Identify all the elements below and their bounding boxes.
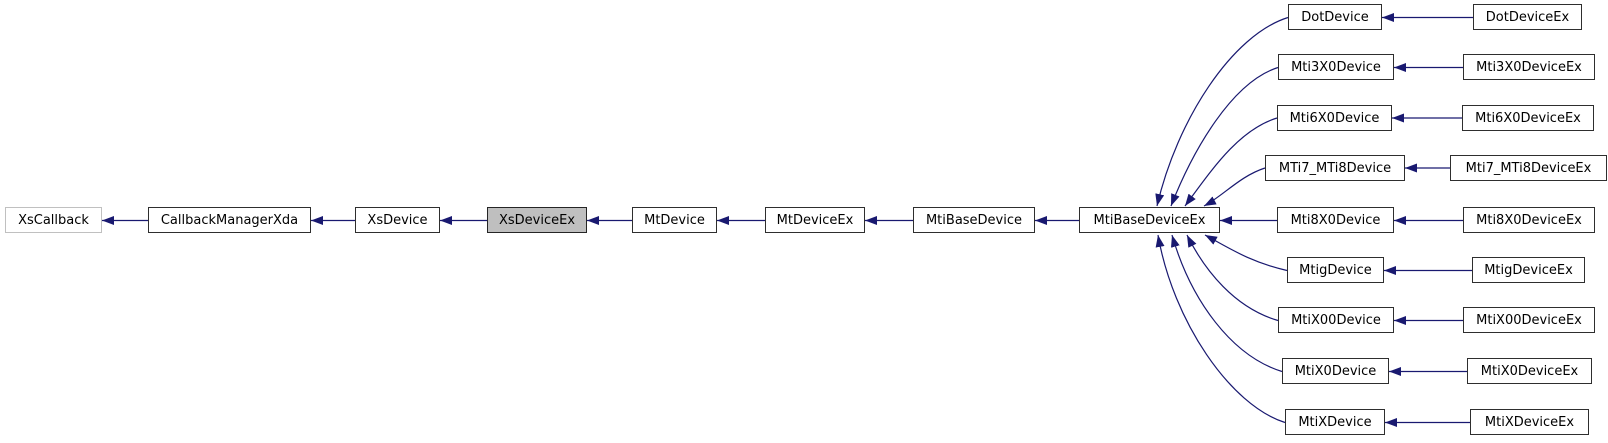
edge-MtiX00Device-MtiBaseDeviceEx	[1186, 234, 1279, 322]
node-xscallback: XsCallback	[5, 207, 102, 233]
edge-MTi7_MTi8Device-MtiBaseDeviceEx	[1203, 167, 1266, 207]
edge-Mti6X0Device-MtiBaseDeviceEx	[1184, 117, 1278, 207]
node-mti6x0device[interactable]: Mti6X0Device	[1277, 105, 1392, 131]
edge-Mti3X0Device-MtiBaseDeviceEx	[1170, 66, 1279, 207]
node-mtigdevice[interactable]: MtigDevice	[1287, 257, 1384, 283]
node-mtigdeviceex[interactable]: MtigDeviceEx	[1472, 257, 1585, 283]
node-callbackmanagerxda[interactable]: CallbackManagerXda	[148, 207, 311, 233]
node-dotdeviceex[interactable]: DotDeviceEx	[1473, 4, 1582, 30]
node-mtibasedeviceex[interactable]: MtiBaseDeviceEx	[1079, 207, 1220, 233]
node-mtdevice[interactable]: MtDevice	[632, 207, 717, 233]
node-xsdevice[interactable]: XsDevice	[355, 207, 440, 233]
node-mtix00deviceex[interactable]: MtiX00DeviceEx	[1463, 307, 1595, 333]
node-mti8x0device[interactable]: Mti8X0Device	[1277, 207, 1394, 233]
node-mti8x0deviceex[interactable]: Mti8X0DeviceEx	[1463, 207, 1595, 233]
node-mtixdevice[interactable]: MtiXDevice	[1285, 409, 1385, 435]
node-mti3x0device[interactable]: Mti3X0Device	[1278, 54, 1394, 80]
node-mti7-mti8deviceex[interactable]: Mti7_MTi8DeviceEx	[1450, 155, 1607, 181]
node-mtix0device[interactable]: MtiX0Device	[1282, 358, 1389, 384]
node-xsdeviceex-focus: XsDeviceEx	[487, 207, 587, 233]
node-mtix0deviceex[interactable]: MtiX0DeviceEx	[1467, 358, 1592, 384]
edge-MtigDevice-MtiBaseDeviceEx	[1204, 234, 1288, 272]
node-mti7-mti8device[interactable]: MTi7_MTi8Device	[1265, 155, 1405, 181]
node-mtibasedevice[interactable]: MtiBaseDevice	[913, 207, 1035, 233]
node-mtix00device[interactable]: MtiX00Device	[1278, 307, 1394, 333]
node-dotdevice[interactable]: DotDevice	[1288, 4, 1382, 30]
edge-DotDevice-MtiBaseDeviceEx	[1155, 16, 1289, 207]
edge-MtiXDevice-MtiBaseDeviceEx	[1155, 234, 1286, 424]
node-mti3x0deviceex[interactable]: Mti3X0DeviceEx	[1463, 54, 1595, 80]
edge-MtiX0Device-MtiBaseDeviceEx	[1170, 234, 1283, 373]
node-mtdeviceex[interactable]: MtDeviceEx	[765, 207, 865, 233]
node-mtixdeviceex[interactable]: MtiXDeviceEx	[1470, 409, 1589, 435]
node-mti6x0deviceex[interactable]: Mti6X0DeviceEx	[1462, 105, 1594, 131]
